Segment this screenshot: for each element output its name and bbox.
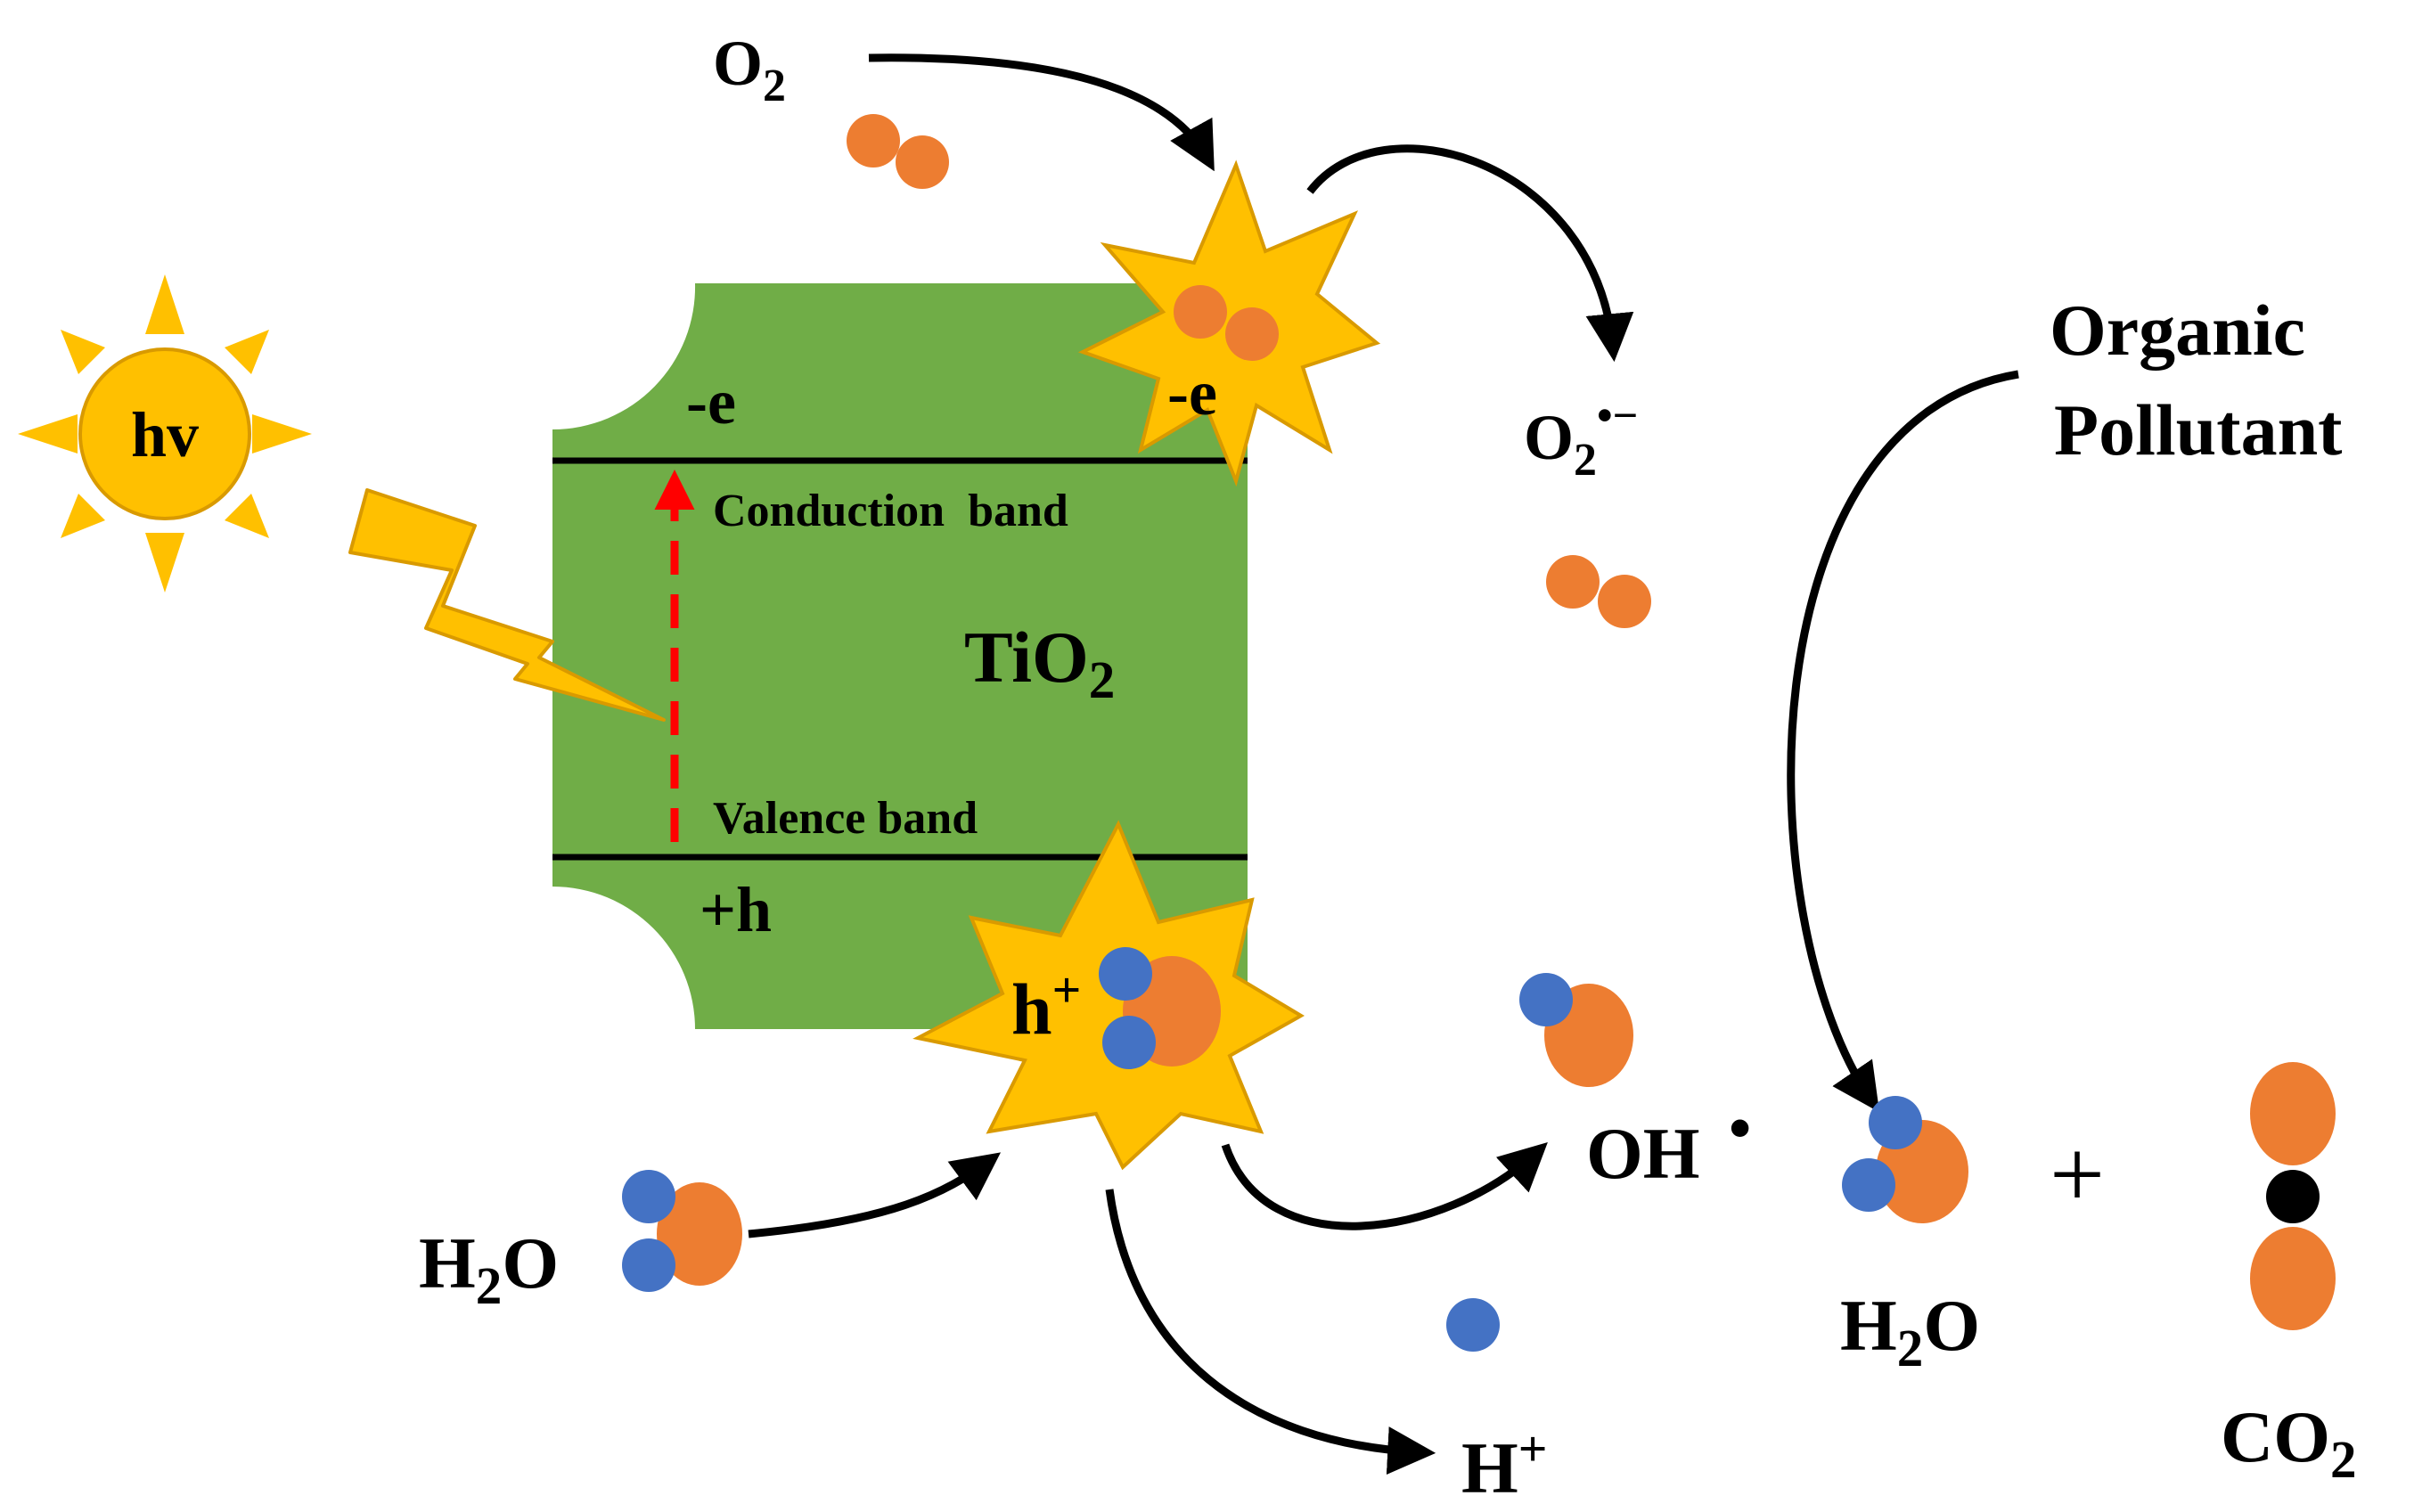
arrow-water-to-hole — [748, 1152, 1002, 1238]
arrow-oxygen-to-electron — [868, 53, 1215, 172]
organic-pollutant-line1: Organic — [2050, 290, 2305, 371]
hole-burst-icon — [912, 820, 1305, 1171]
arrow-pollutant-to-products — [1787, 370, 2019, 1113]
electron-label: -e — [686, 366, 736, 437]
tio2-material — [552, 283, 1248, 1029]
proton-label: H+ — [1461, 1421, 1548, 1508]
hole-burst-water-icon — [1099, 947, 1221, 1069]
arrow-electron-to-superoxide — [1306, 144, 1634, 363]
product-water-molecule-icon — [1842, 1096, 1968, 1223]
electron-burst-oxygen-icon — [1174, 285, 1279, 361]
valence-band-label: Valence band — [713, 793, 978, 844]
hydroxyl-molecule-icon — [1519, 973, 1633, 1087]
arrow-hole-to-proton — [1105, 1189, 1436, 1475]
organic-pollutant-line2: Pollutant — [2054, 389, 2342, 470]
oxygen-molecule-icon — [847, 114, 949, 189]
product-water-label: H2O — [1840, 1285, 1980, 1377]
sun-icon — [18, 274, 312, 593]
plus-sign: + — [2050, 1120, 2105, 1229]
oxygen-label: O2 — [713, 28, 786, 111]
proton-icon — [1446, 1298, 1500, 1352]
superoxide-molecule-icon — [1546, 555, 1651, 628]
hole-label: +h — [700, 874, 772, 945]
sun-label: hv — [131, 399, 199, 470]
lightning-bolt-icon — [348, 488, 666, 722]
product-co2-label: CO2 — [2221, 1396, 2357, 1489]
arrow-hole-to-hydroxyl — [1221, 1142, 1548, 1230]
water-input-label: H2O — [419, 1222, 559, 1315]
hole-burst-label: h+ — [1011, 962, 1081, 1050]
hydroxyl-label: OH — [1586, 1113, 1700, 1194]
conduction-band-label: Conduction band — [713, 486, 1068, 536]
hydroxyl-radical-dot: • — [1729, 1092, 1751, 1164]
superoxide-label: O2•− — [1524, 390, 1638, 486]
tio2-label: TiO2 — [964, 617, 1115, 709]
electron-burst-label: -e — [1167, 357, 1217, 429]
water-input-molecule-icon — [622, 1170, 742, 1292]
product-co2-molecule-icon — [2250, 1062, 2336, 1330]
